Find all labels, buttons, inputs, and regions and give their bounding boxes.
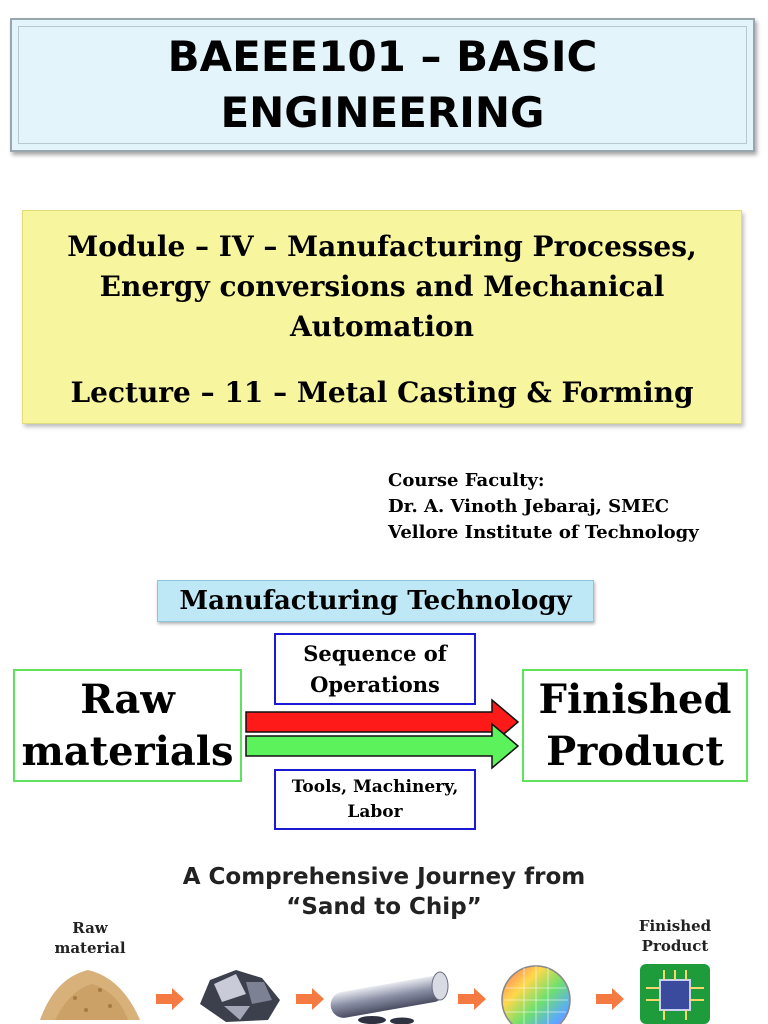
silicon-ingot-icon	[330, 971, 449, 1024]
sand-to-chip-strip	[40, 964, 710, 1024]
module-box: Module – IV – Manufacturing Processes, E…	[22, 210, 742, 424]
sand-icon	[40, 970, 140, 1020]
finished-product-box: Finished Product	[522, 669, 748, 782]
raw-material-label: Raw material	[40, 918, 140, 958]
journey-arrow-icon	[156, 988, 184, 1010]
finished-product-label-line-1: Finished	[638, 917, 712, 935]
journey-arrow-icon	[596, 988, 624, 1010]
course-faculty: Course Faculty: Dr. A. Vinoth Jebaraj, S…	[388, 468, 748, 546]
finished-product-label-line-2: Product	[641, 937, 709, 955]
raw-materials-box: Raw materials	[13, 669, 242, 782]
finished-product-line-1: Finished	[538, 675, 732, 723]
module-line-3: Automation	[289, 310, 475, 343]
raw-materials-line-2: materials	[21, 727, 234, 775]
journey-title-line-2: “Sand to Chip”	[286, 894, 482, 920]
journey-title: A Comprehensive Journey from “Sand to Ch…	[150, 862, 618, 922]
lecture-title: Lecture – 11 – Metal Casting & Forming	[70, 376, 694, 409]
journey-title-line-1: A Comprehensive Journey from	[182, 864, 586, 890]
raw-material-label-line-1: Raw	[72, 919, 108, 937]
sequence-line-1: Sequence of	[303, 641, 447, 666]
tools-line-2: Labor	[347, 801, 403, 822]
title-line-2: ENGINEERING	[220, 88, 545, 137]
module-line-2: Energy conversions and Mechanical	[99, 270, 665, 303]
process-arrows	[245, 698, 520, 770]
title-banner: BAEEE101 – BASIC ENGINEERING	[10, 18, 755, 152]
sequence-line-2: Operations	[310, 672, 440, 697]
finished-product-line-2: Product	[546, 727, 724, 775]
tools-line-1: Tools, Machinery,	[291, 776, 459, 797]
green-arrow	[245, 722, 520, 770]
faculty-label: Course Faculty:	[388, 470, 545, 491]
manufacturing-technology-heading: Manufacturing Technology	[157, 580, 594, 622]
raw-materials-line-1: Raw	[80, 675, 175, 723]
sequence-of-operations-box: Sequence of Operations	[274, 633, 476, 705]
chip-icon	[640, 964, 710, 1024]
title-line-1: BAEEE101 – BASIC	[167, 32, 598, 81]
red-arrow	[245, 698, 520, 746]
journey-arrow-icon	[458, 988, 486, 1010]
title-inner-border	[18, 26, 747, 144]
faculty-institute: Vellore Institute of Technology	[388, 522, 699, 543]
journey-arrow-icon	[296, 988, 324, 1010]
silicon-ore-icon	[200, 970, 280, 1022]
faculty-name: Dr. A. Vinoth Jebaraj, SMEC	[388, 496, 670, 517]
tools-machinery-labor-box: Tools, Machinery, Labor	[274, 769, 476, 830]
module-line-1: Module – IV – Manufacturing Processes,	[67, 230, 697, 263]
raw-material-label-line-2: material	[54, 939, 126, 957]
finished-product-label: Finished Product	[625, 916, 725, 956]
wafer-icon	[501, 965, 571, 1024]
